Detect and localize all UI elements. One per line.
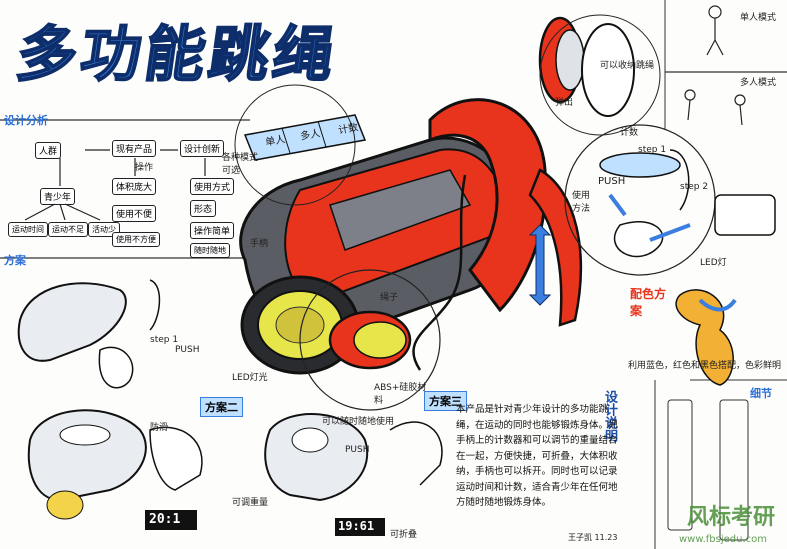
scheme1-sketch (17, 279, 161, 389)
callout-usage: 使用方法 (572, 191, 591, 214)
callout-bounce: 弹出 (555, 98, 574, 108)
flow-node-anywhere: 随时随地 (190, 243, 230, 258)
callout-multi-mode: 多人模式 (740, 78, 777, 88)
main-product-sketch (239, 98, 582, 375)
flow-leaf-time: 运动时间 (8, 222, 48, 237)
section-scheme3: 方案三 (424, 391, 467, 411)
watermark-brand: 风标考研 (686, 505, 775, 530)
flow-node-form: 形态 (190, 200, 217, 217)
callout-protect: 防滑 (150, 423, 169, 433)
section-design-desc: 设计说明 (602, 390, 617, 442)
section-scheme1: 方案 (4, 254, 26, 267)
scheme2-sketch (27, 409, 203, 520)
callout-step2: step 2 (680, 182, 709, 192)
callout-push-left: PUSH (175, 345, 200, 355)
flow-leaf-hard: 使用不方便 (112, 232, 160, 247)
callout-step1-left: step 1 (150, 335, 179, 345)
callout-handle: 手柄 (250, 239, 269, 249)
callout-push-right: PUSH (598, 176, 626, 187)
scheme3-sketch (264, 413, 443, 502)
callout-abs: ABS+硅胶材料 (374, 383, 427, 406)
callout-lamp: LED灯 (700, 258, 727, 268)
flow-extra: 操作 (135, 163, 154, 173)
mode-selector-sketch (243, 114, 367, 161)
callout-flexible: 可以随时随地使用 (322, 417, 395, 427)
flow-node-crowd: 人群 (35, 142, 62, 159)
callout-count: 计数 (620, 128, 639, 138)
flow-leaf-lack: 运动不足 (48, 222, 88, 237)
callout-step1: step 1 (638, 145, 667, 155)
callout-led: LED灯光 (232, 373, 268, 383)
flow-node-usage: 使用方式 (190, 178, 235, 195)
callout-mode-select: 各种模式可选 (222, 153, 259, 176)
flow-node-bulky: 体积庞大 (112, 178, 157, 195)
design-notes: 本产品是针对青少年设计的多功能跳绳，在运动的同时也能够锻炼身体。把手柄上的计数器… (456, 404, 618, 508)
callout-rope: 绳子 (380, 293, 399, 303)
flow-node-innovation: 设计创新 (180, 140, 225, 157)
flow-node-products: 现有产品 (112, 140, 157, 157)
callout-single-mode: 单人模式 (740, 13, 777, 23)
callout-color-remark: 利用蓝色，红色和黑色搭配，色彩鲜明 (628, 361, 782, 371)
usage-steps-sketch (599, 149, 776, 258)
stick-figures (684, 5, 746, 126)
color-variant-sketch (675, 289, 737, 386)
callout-weight: 可调重量 (232, 498, 269, 508)
lcd-display-2: 19:61 (338, 519, 375, 533)
top-detail-sketch (538, 16, 635, 117)
flow-node-teen: 青少年 (40, 188, 76, 205)
section-detail: 细节 (750, 387, 772, 400)
callout-rope-storage: 可以收纳跳绳 (600, 61, 655, 71)
flow-connectors (24, 149, 206, 221)
section-scheme2: 方案二 (200, 397, 243, 417)
watermark-url: www.fbsjedu.com (678, 534, 767, 545)
flow-node-inconvenient: 使用不便 (112, 205, 157, 222)
callout-push-scheme3: PUSH (345, 445, 370, 455)
flow-node-simple: 操作简单 (190, 222, 235, 239)
lcd-display-1: 20:1 (149, 512, 181, 527)
detail-sketch (667, 399, 749, 541)
section-analysis: 设计分析 (4, 114, 48, 127)
callout-collapse: 可折叠 (390, 530, 418, 540)
signature: 王子凯 11.23 (568, 533, 618, 542)
section-color-scheme: 配色方案 (630, 287, 667, 318)
